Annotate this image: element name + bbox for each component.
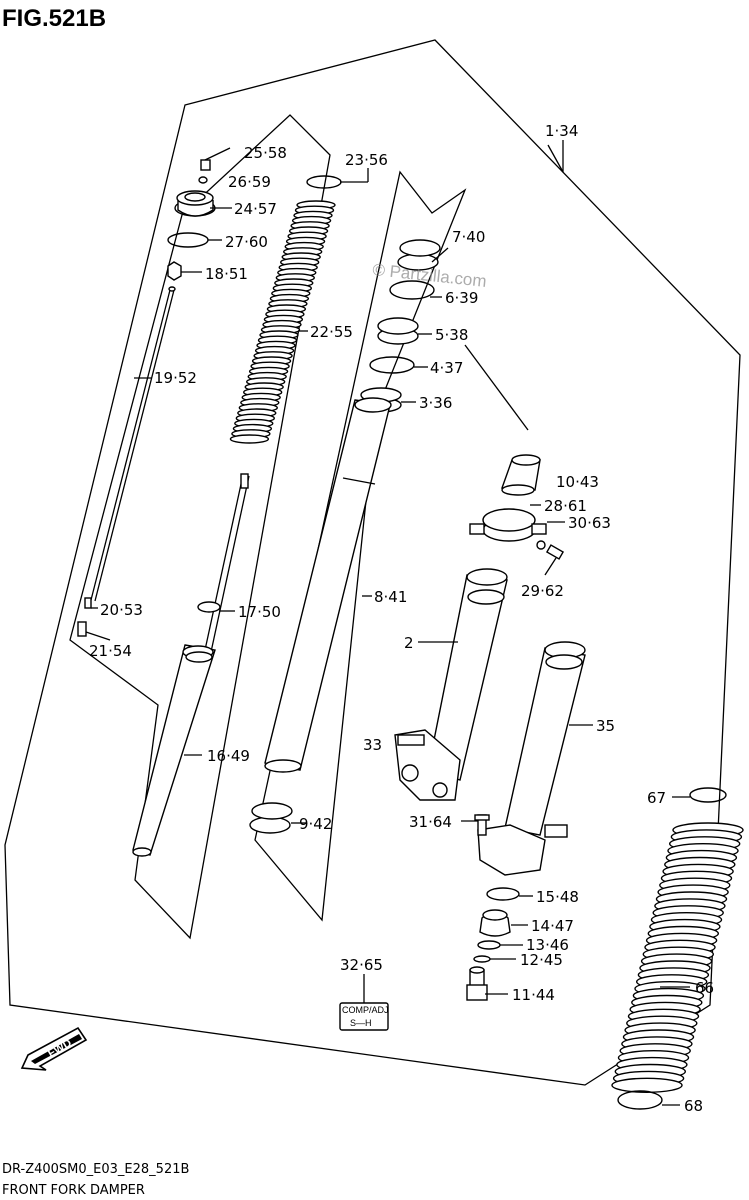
callout-35: 35 xyxy=(596,717,615,735)
part-27-oring xyxy=(167,232,209,248)
callout-24-57: 24·57 xyxy=(234,200,277,218)
callout-14-47: 14·47 xyxy=(531,917,574,935)
part-22-fork-spring xyxy=(229,200,336,444)
callout-1-34: 1·34 xyxy=(545,122,578,140)
cylinder-group-outline xyxy=(254,170,467,922)
callout-66: 66 xyxy=(695,979,714,997)
figure-caption: FRONT FORK DAMPER xyxy=(2,1183,145,1198)
comp-adj-tag: COMP/ADJ S—H xyxy=(339,1002,389,1031)
callout-labels: 1·34 25·58 26·59 24·57 27·60 18·51 23·56 22·55 1… xyxy=(89,122,714,1115)
callout-3-36: 3·36 xyxy=(419,394,452,412)
callout-16-49: 16·49 xyxy=(207,747,250,765)
part-15-oring xyxy=(486,887,520,901)
part-6-oil-seal xyxy=(389,280,435,300)
part-8-inner-tube xyxy=(264,397,392,773)
callout-68: 68 xyxy=(684,1097,703,1115)
figure-title: FIG.521B xyxy=(2,5,106,32)
part-29-bolt xyxy=(545,544,565,560)
part-25-bolt xyxy=(200,147,231,171)
part-66-fork-boot xyxy=(611,822,744,1094)
comp-adj-scale: S—H xyxy=(350,1018,372,1028)
callout-23-56: 23·56 xyxy=(345,151,388,169)
callout-18-51: 18·51 xyxy=(205,265,248,283)
part-31-bolt xyxy=(474,814,490,836)
callout-8-41: 8·41 xyxy=(374,588,407,606)
callout-31-64: 31·64 xyxy=(409,813,452,831)
part-5-ring xyxy=(377,317,419,345)
part-24-cap-bolt xyxy=(174,190,216,217)
callout-17-50: 17·50 xyxy=(238,603,281,621)
callout-30-63: 30·63 xyxy=(568,514,611,532)
callout-29-62: 29·62 xyxy=(521,582,564,600)
callout-7-40: 7·40 xyxy=(452,228,485,246)
part-11-adjuster xyxy=(466,966,488,1001)
comp-adj-label: COMP/ADJ xyxy=(342,1005,389,1015)
part-17-damper-rod xyxy=(197,473,250,653)
callout-5-38: 5·38 xyxy=(435,326,468,344)
part-28-clamp xyxy=(469,508,547,542)
model-code: DR-Z400SM0_E03_E28_521B xyxy=(2,1162,189,1177)
callout-27-60: 27·60 xyxy=(225,233,268,251)
callout-33: 33 xyxy=(363,736,382,754)
part-35-outer-tube xyxy=(477,641,586,876)
callout-25-58: 25·58 xyxy=(244,144,287,162)
part-12-small-ring xyxy=(473,955,491,963)
callout-13-46: 13·46 xyxy=(526,936,569,954)
part-7-bushing xyxy=(397,239,441,271)
part-14-adjuster-cap xyxy=(479,909,511,937)
callout-11-44: 11·44 xyxy=(512,986,555,1004)
part-30-washer xyxy=(536,540,546,550)
callout-21-54: 21·54 xyxy=(89,642,132,660)
part-16-damper-tube xyxy=(132,644,216,857)
part-20-rod-tip xyxy=(84,597,92,609)
part-26-small-oring xyxy=(198,176,208,184)
callout-28-61: 28·61 xyxy=(544,497,587,515)
fwd-label: FWD xyxy=(46,1037,74,1060)
part-68-boot-clip xyxy=(617,1090,663,1110)
part-19-adjuster-rod xyxy=(90,286,176,602)
callout-10-43: 10·43 xyxy=(556,473,599,491)
part-9-slide-bushing xyxy=(249,802,293,834)
callout-26-59: 26·59 xyxy=(228,173,271,191)
callout-20-53: 20·53 xyxy=(100,601,143,619)
callout-19-52: 19·52 xyxy=(154,369,197,387)
fwd-arrow-icon: FWD xyxy=(20,1026,88,1071)
callout-32-65: 32·65 xyxy=(340,956,383,974)
part-18-nut xyxy=(167,261,182,281)
assembly-boundary-outline xyxy=(4,39,741,1086)
part-67-boot-clip xyxy=(689,787,727,803)
part-2-outer-tube xyxy=(394,568,508,801)
callout-22-55: 22·55 xyxy=(310,323,353,341)
callout-15-48: 15·48 xyxy=(536,888,579,906)
callout-2: 2 xyxy=(404,634,414,652)
callout-9-42: 9·42 xyxy=(299,815,332,833)
callout-67: 67 xyxy=(647,789,666,807)
callout-6-39: 6·39 xyxy=(445,289,478,307)
part-4-washer xyxy=(369,356,415,374)
leader-lines xyxy=(85,140,690,1106)
part-13-ring xyxy=(477,940,501,950)
part-10-sleeve xyxy=(501,454,541,496)
callout-4-37: 4·37 xyxy=(430,359,463,377)
part-21-small-spring xyxy=(77,621,87,637)
callout-12-45: 12·45 xyxy=(520,951,563,969)
